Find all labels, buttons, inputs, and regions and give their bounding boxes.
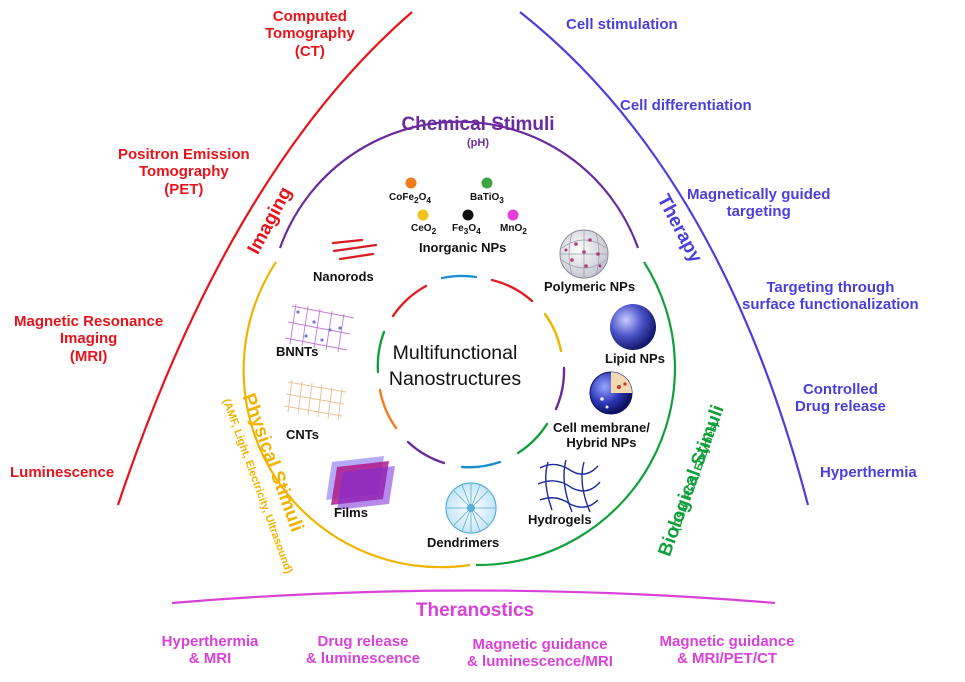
films-graphic [326, 456, 395, 510]
bnnts-label: BNNTs [276, 344, 319, 359]
lipid-np-graphic [610, 304, 656, 350]
therapy-cell-stimulation-label: Cell stimulation [566, 16, 678, 33]
chemical-stimuli-sub: (pH) [467, 137, 489, 149]
biological-arc [475, 261, 677, 567]
theranostics-arc [171, 589, 776, 605]
cell-membrane-label: Cell membrane/Hybrid NPs [553, 420, 650, 450]
polymeric-np-graphic [559, 229, 609, 279]
batio3-label: BaTiO3 [470, 192, 504, 205]
cofe2o4-dot [405, 177, 417, 189]
imaging-arc [116, 11, 413, 506]
mno2-label: MnO2 [500, 223, 527, 236]
cofe2o4-label: CoFe2O4 [389, 192, 432, 205]
nanorods-label: Nanorods [313, 269, 374, 284]
center-title: Multifunctional Nanostructures [388, 342, 522, 391]
cell-membrane-np-graphic [589, 371, 633, 415]
films-label: Films [334, 505, 368, 520]
cnts-label: CNTs [286, 427, 319, 442]
chemical-arc [278, 120, 640, 249]
theranostics-guidance-mri-pet-ct: Magnetic guidance& MRI/PET/CT [659, 633, 795, 668]
hydrogels-label: Hydrogels [528, 512, 592, 527]
mno2-dot [507, 209, 519, 221]
therapy-arc [519, 11, 810, 506]
imaging-luminescence-label: Luminescence [10, 464, 115, 481]
theranostics-drug-release-luminescence: Drug release& luminescence [305, 633, 421, 668]
ceo2-label: CeO2 [411, 223, 437, 236]
physical-arc [242, 261, 471, 569]
polymeric-nps-label: Polymeric NPs [544, 279, 636, 294]
ceo2-dot [417, 209, 429, 221]
lipid-nps-label: Lipid NPs [605, 351, 665, 366]
dendrimer-graphic [445, 482, 497, 534]
therapy-hyperthermia-label: Hyperthermia [820, 464, 917, 481]
bnnt-graphic [284, 303, 355, 353]
nanorods-graphic [331, 238, 378, 261]
therapy-cell-differentiation-label: Cell differentiation [620, 97, 752, 114]
inorganic-nps-label: Inorganic NPs [419, 240, 507, 255]
inner-ring [376, 274, 566, 469]
cnt-graphic [283, 379, 347, 421]
fe3o4-label: Fe3O4 [452, 223, 481, 236]
hydrogel-graphic [537, 459, 601, 513]
dendrimers-label: Dendrimers [427, 535, 500, 550]
chemical-stimuli-title: Chemical Stimuli [401, 114, 555, 135]
theranostics-title: Theranostics [415, 600, 535, 621]
fe3o4-dot [462, 209, 474, 221]
theranostics-guidance-luminescence-mri: Magnetic guidance& luminescence/MRI [467, 636, 613, 671]
theranostics-hyperthermia-mri: Hyperthermia& MRI [161, 633, 259, 668]
batio3-dot [481, 177, 493, 189]
